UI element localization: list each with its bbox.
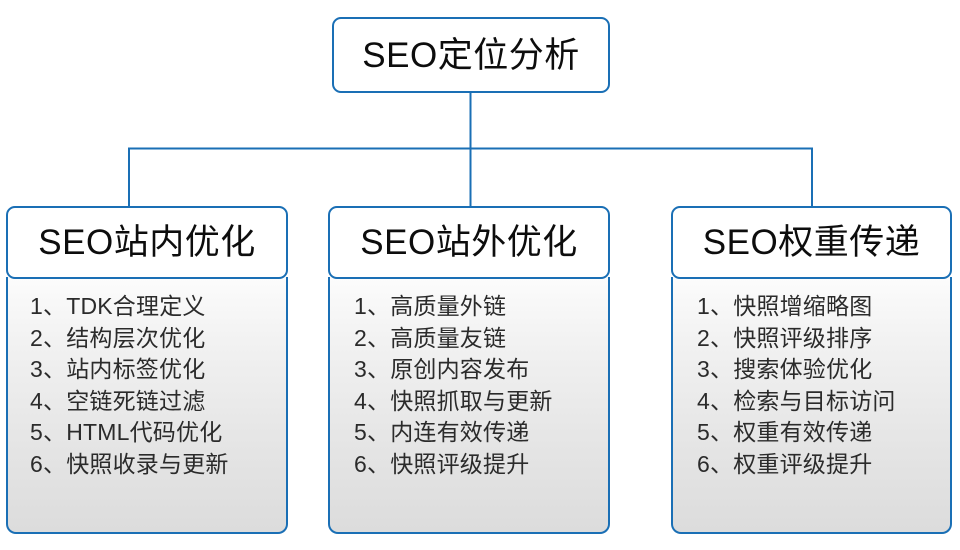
list-item: 6、快照收录与更新 — [30, 450, 229, 477]
list-item: 5、HTML代码优化 — [30, 419, 223, 445]
list-item: 5、内连有效传递 — [354, 419, 530, 445]
branch-item-list: 1、高质量外链 2、高质量友链 3、原创内容发布 4、快照抓取与更新 5、内连有… — [330, 291, 608, 480]
root-node-label: SEO定位分析 — [362, 35, 580, 75]
list-item: 1、快照增缩略图 — [697, 293, 873, 319]
branch-item-list: 1、快照增缩略图 2、快照评级排序 3、搜索体验优化 4、检索与目标访问 5、权… — [673, 291, 950, 480]
list-item: 6、权重评级提升 — [697, 450, 873, 477]
list-item: 2、结构层次优化 — [30, 324, 206, 351]
list-item: 4、快照抓取与更新 — [354, 387, 553, 414]
list-item: 2、快照评级排序 — [697, 324, 873, 351]
list-item: 4、空链死链过滤 — [30, 387, 206, 414]
list-item: 6、快照评级提升 — [354, 450, 530, 477]
list-item: 5、权重有效传递 — [697, 419, 873, 445]
root-node[interactable]: SEO定位分析 — [332, 17, 610, 93]
branch-header-seo-offsite[interactable]: SEO站外优化 — [328, 206, 610, 279]
branch-body-seo-weight: 1、快照增缩略图 2、快照评级排序 3、搜索体验优化 4、检索与目标访问 5、权… — [671, 277, 952, 534]
branch-column-seo-onsite: SEO站内优化 1、TDK合理定义 2、结构层次优化 3、站内标签优化 4、空链… — [6, 206, 288, 534]
branch-header-label: SEO站内优化 — [38, 223, 256, 262]
branch-header-label: SEO权重传递 — [702, 223, 921, 262]
branch-header-seo-onsite[interactable]: SEO站内优化 — [6, 206, 288, 279]
list-item: 3、原创内容发布 — [354, 356, 530, 382]
list-item: 2、高质量友链 — [354, 324, 507, 351]
list-item: 3、搜索体验优化 — [697, 356, 873, 382]
branch-header-seo-weight[interactable]: SEO权重传递 — [671, 206, 952, 279]
branch-column-seo-offsite: SEO站外优化 1、高质量外链 2、高质量友链 3、原创内容发布 4、快照抓取与… — [328, 206, 610, 534]
list-item: 1、TDK合理定义 — [30, 293, 206, 319]
list-item: 3、站内标签优化 — [30, 356, 206, 382]
branch-item-list: 1、TDK合理定义 2、结构层次优化 3、站内标签优化 4、空链死链过滤 5、H… — [8, 291, 286, 480]
branch-column-seo-weight: SEO权重传递 1、快照增缩略图 2、快照评级排序 3、搜索体验优化 4、检索与… — [671, 206, 952, 534]
branch-body-seo-offsite: 1、高质量外链 2、高质量友链 3、原创内容发布 4、快照抓取与更新 5、内连有… — [328, 277, 610, 534]
branch-header-label: SEO站外优化 — [360, 223, 578, 262]
list-item: 1、高质量外链 — [354, 293, 507, 319]
list-item: 4、检索与目标访问 — [697, 387, 896, 414]
branch-body-seo-onsite: 1、TDK合理定义 2、结构层次优化 3、站内标签优化 4、空链死链过滤 5、H… — [6, 277, 288, 534]
